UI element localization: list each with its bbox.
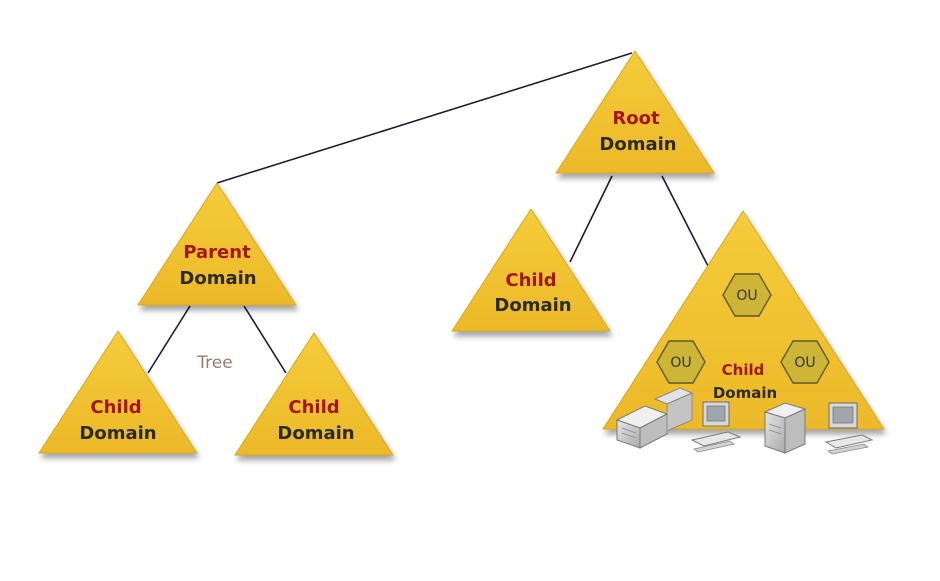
child-domain-triangle-left <box>38 330 198 454</box>
domain-labels: Root Domain Parent Domain Child Domain C… <box>79 108 815 444</box>
root-domain-label-line2: Domain <box>599 134 676 155</box>
child-domain-upper-right-label-line2: Domain <box>494 295 571 316</box>
parent-domain-label-line2: Domain <box>179 268 256 289</box>
connector-parent-to-middle-child <box>243 305 287 374</box>
child-domain-left-label-line2: Domain <box>79 423 156 444</box>
connector-lines <box>147 52 709 374</box>
parent-domain-triangle <box>137 182 297 306</box>
child-domain-ou-label-line1: Child <box>722 361 765 379</box>
parent-domain-label-line1: Parent <box>183 242 251 263</box>
tree-label: Tree <box>196 353 232 373</box>
ou-hexagon-right <box>780 340 830 384</box>
server-icon <box>615 387 694 449</box>
child-domain-middle-label-line1: Child <box>288 397 339 418</box>
child-domain-ou-label-line2: Domain <box>713 384 777 402</box>
root-domain-label-line1: Root <box>612 108 660 129</box>
ou-label-left: OU <box>670 355 691 371</box>
connector-root-to-parent <box>216 52 633 184</box>
computer-icon <box>690 401 742 453</box>
child-domain-triangle-middle <box>234 332 394 456</box>
ou-hexagon-top <box>722 273 772 317</box>
child-domain-middle-label-line2: Domain <box>277 423 354 444</box>
computer-icon <box>824 402 874 455</box>
connector-root-to-child <box>569 175 613 263</box>
ou-label-right: OU <box>794 355 815 371</box>
server-icon <box>763 402 807 454</box>
child-domain-triangle-upper-right <box>451 208 611 332</box>
child-domain-left-label-line1: Child <box>90 397 141 418</box>
ou-label-top: OU <box>736 288 757 304</box>
ou-hexagons <box>656 273 830 384</box>
computer-icons <box>615 387 874 455</box>
child-domain-upper-right-label-line1: Child <box>505 270 556 291</box>
ou-hexagon-left <box>656 340 706 384</box>
root-domain-triangle <box>555 50 715 174</box>
connector-parent-to-left-child <box>147 305 191 374</box>
connector-root-to-ou-domain <box>661 175 709 267</box>
